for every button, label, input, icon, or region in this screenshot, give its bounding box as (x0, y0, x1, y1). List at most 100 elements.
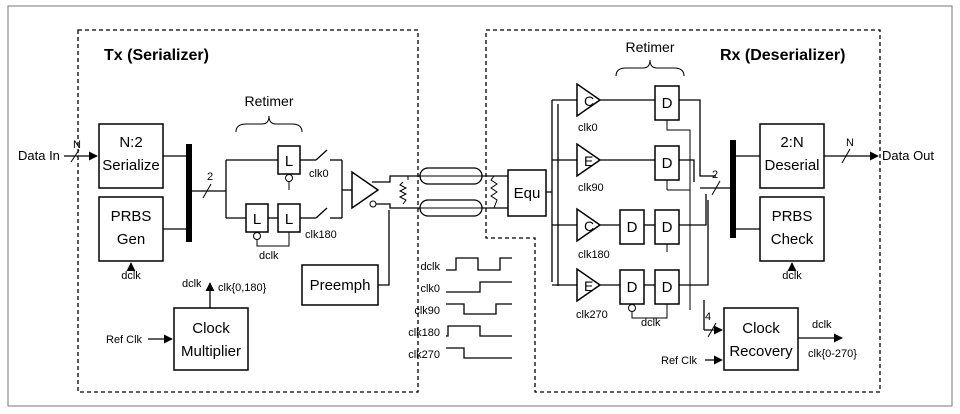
cm-out-dclk: dclk (182, 278, 202, 290)
comparator-1-clk: clk90 (578, 182, 604, 194)
flop-row2a-label: D (627, 219, 638, 236)
driver-bubble (369, 200, 377, 208)
flop-out-3 (679, 200, 709, 286)
driver-out-n (376, 203, 424, 209)
latch-bl-label: L (253, 211, 261, 228)
channel-cables (419, 167, 483, 217)
cr-out-clk: clk{0-270} (808, 348, 857, 360)
outer-frame (7, 5, 953, 407)
tx-title: Tx (Serializer) (104, 47, 209, 64)
equ-label: Equ (514, 185, 541, 202)
tx-ref-clk-label: Ref Clk (106, 334, 143, 346)
flop-row1-label: D (662, 155, 673, 172)
serialize-box (98, 123, 164, 189)
prbs-gen-dclk: dclk (121, 270, 141, 282)
data-in-width: N (73, 139, 81, 151)
tx-bus-slash (202, 183, 212, 199)
switch-top (315, 149, 328, 161)
comparator-2-clk: clk180 (578, 249, 610, 261)
rx-bus-slash (711, 180, 721, 196)
flop-dclk-wire (631, 304, 668, 319)
wave-label-clk180: clk180 (408, 327, 440, 339)
deserial-label-2: Deserial (764, 157, 819, 174)
flop-row3a-label: D (627, 279, 638, 296)
latch-br-label: L (285, 211, 293, 228)
comparator-0 (576, 82, 602, 118)
tx-region-border (77, 29, 419, 393)
comparator-2 (576, 207, 602, 243)
prbs-gen-box (98, 196, 164, 262)
rx-demux-bar (730, 140, 736, 238)
latch-top-bubble (285, 174, 293, 182)
data-out-width: N (846, 137, 854, 149)
prbs-check-box (759, 196, 825, 262)
flop-dclk-bubble (628, 304, 636, 312)
prbs-check-label-1: PRBS (772, 208, 813, 225)
flop-out-2 (679, 194, 707, 226)
latch-dclk-label: dclk (259, 250, 279, 262)
flop-out-1 (679, 159, 695, 182)
prbs-gen-label-1: PRBS (111, 208, 152, 225)
comparator-2-letter: C (584, 218, 594, 234)
prbs-gen-label-2: Gen (117, 231, 145, 248)
comparator-row-1: E clk90 (552, 142, 655, 194)
flop-dclk-label: dclk (641, 317, 661, 329)
rx-retimer-brace (615, 59, 685, 77)
flop-row0 (654, 85, 680, 121)
serialize-label-1: N:2 (119, 134, 142, 151)
flop-row3b (654, 269, 680, 305)
preemph-label: Preemph (310, 277, 371, 294)
data-in-label: Data In (18, 148, 60, 163)
comparator-row-3: E clk270 (552, 267, 620, 321)
cr-out-dclk: dclk (812, 319, 832, 331)
flop-row1 (654, 145, 680, 181)
clock-waveforms: dclk clk0 clk90 clk180 clk270 (408, 257, 512, 361)
wave-label-clk90: clk90 (414, 305, 440, 317)
flop-row2b-label: D (662, 219, 673, 236)
rx-title: Rx (Deserializer) (720, 47, 845, 64)
clock-recovery-box (723, 307, 799, 371)
data-out-label: Data Out (882, 148, 934, 163)
comparator-0-letter: C (584, 93, 594, 109)
wave-label-clk270: clk270 (408, 349, 440, 361)
prbs-check-dclk: dclk (782, 270, 802, 282)
cm-out-clk: clk{0,180} (218, 282, 267, 294)
wave-label-dclk: dclk (420, 261, 440, 273)
tx-retimer-label: Retimer (244, 93, 293, 109)
switch-bottom (315, 207, 328, 219)
latch-dclk-wire (256, 232, 290, 247)
rx-retimer-label: Retimer (625, 39, 674, 55)
deserial-box (759, 123, 825, 189)
tx-mux-bar (186, 144, 192, 242)
rx-region-border (485, 29, 881, 393)
flop-row2a (619, 209, 645, 245)
clock-multiplier-box (173, 307, 249, 371)
flop-clk-bus (666, 120, 691, 310)
serialize-label-2: Serialize (102, 157, 160, 174)
comparator-1 (576, 142, 602, 178)
switch-bottom-clk: clk180 (305, 229, 337, 241)
rx-termination (490, 175, 498, 209)
flop-out-0 (679, 99, 716, 177)
data-in-bus-slash (70, 149, 80, 163)
tx-retimer-brace (235, 115, 303, 133)
cr-bus-slash (707, 322, 717, 338)
rx-bus-width: 2 (712, 169, 718, 181)
comparator-3-letter: E (584, 278, 593, 294)
data-out-bus-slash (841, 148, 851, 164)
switch-top-clk: clk0 (309, 168, 329, 180)
clock-multiplier-label-1: Clock (192, 320, 230, 337)
latch-bl-bubble (253, 232, 261, 240)
preemph-out (378, 210, 390, 286)
comparator-row-2: C clk180 (552, 207, 620, 261)
comparator-3-clk: clk270 (576, 309, 608, 321)
driver-out-p (372, 175, 424, 183)
preemph-box (301, 264, 379, 306)
clock-recovery-label-1: Clock (742, 320, 780, 337)
wave-label-clk0: clk0 (420, 283, 440, 295)
prbs-check-label-2: Check (771, 231, 814, 248)
flop-row0-label: D (662, 95, 673, 112)
comparator-row-0: C clk0 (552, 82, 655, 134)
